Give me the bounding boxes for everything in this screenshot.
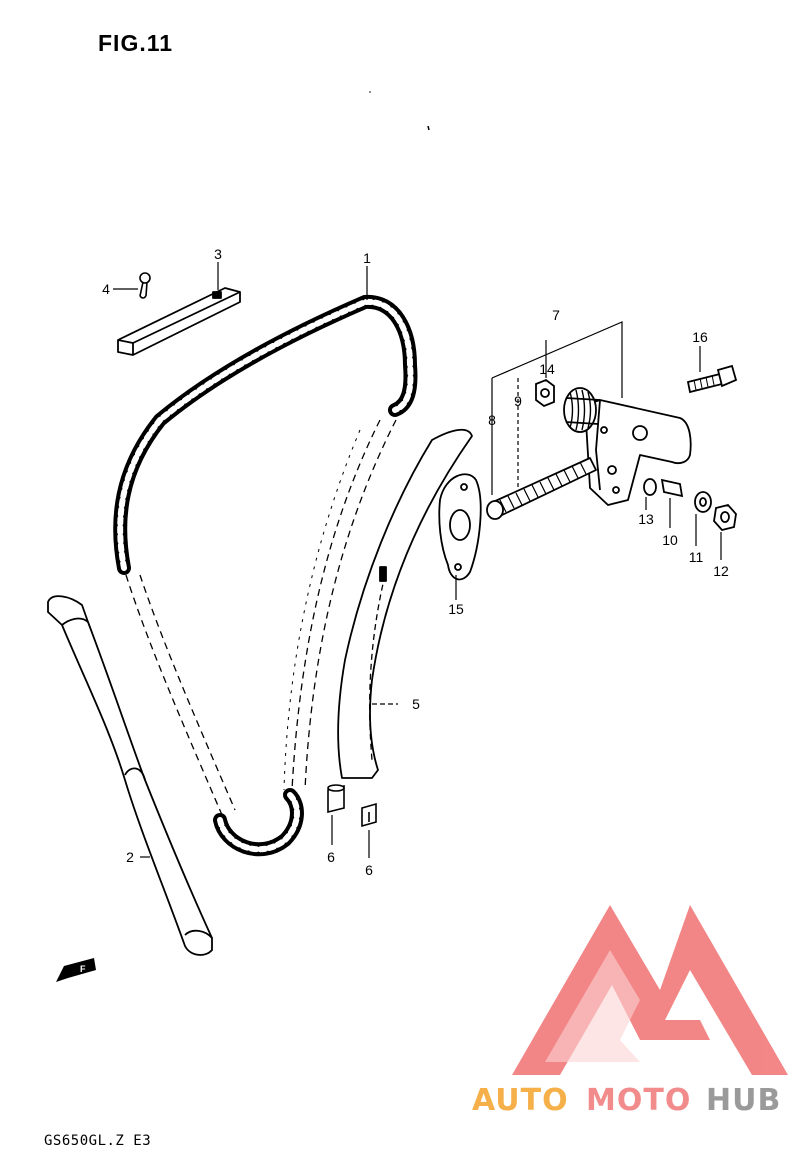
figure-title: FIG.11	[98, 30, 174, 56]
callout-10: 10	[662, 532, 678, 548]
part-13-o-ring	[643, 478, 657, 496]
part-6-bushing-a	[327, 784, 345, 814]
callout-9: 9	[514, 393, 522, 409]
watermark-text: AUTO MOTO HUB	[472, 1083, 781, 1118]
logo-highlight	[545, 950, 640, 1062]
callout-3: 3	[214, 246, 222, 262]
callout-8: 8	[488, 412, 496, 428]
callout-13: 13	[638, 511, 654, 527]
callout-6: 6	[327, 849, 335, 865]
part-7-tensioner-assembly	[486, 387, 692, 520]
part-12-nut	[713, 503, 737, 532]
part-14-nut	[535, 378, 555, 408]
part-11-washer	[694, 491, 712, 513]
part-5-tensioner-slipper	[337, 428, 473, 779]
callout-4: 4	[102, 281, 110, 297]
callout-14: 14	[539, 361, 555, 377]
front-direction-arrow: F	[56, 958, 96, 982]
stray-mark	[427, 125, 430, 131]
callout-6b: 6	[365, 862, 373, 878]
watermark-moto: MOTO	[586, 1083, 691, 1118]
part-1-cam-chain	[113, 294, 418, 857]
part-4-pin	[139, 272, 151, 299]
stray-dot	[369, 91, 371, 93]
callout-7: 7	[552, 307, 560, 323]
watermark-auto: AUTO	[472, 1083, 569, 1118]
callout-2: 2	[126, 849, 134, 865]
front-direction-label: F	[80, 964, 86, 974]
callout-labels: 1 2 3 4 5 6 6 7 8 9 10 11 12 13 14 15 16	[102, 246, 729, 878]
watermark-hub: HUB	[706, 1083, 781, 1118]
callout-16: 16	[692, 329, 708, 345]
part-15-gasket	[438, 473, 482, 581]
callout-15: 15	[448, 601, 464, 617]
part-16-bolt	[686, 364, 738, 394]
part-3-chain-guide-top	[117, 287, 241, 356]
part-6-bushing-b	[361, 802, 377, 828]
part-10-stud	[660, 478, 684, 498]
callout-1: 1	[363, 250, 371, 266]
model-code: GS650GL.Z E3	[44, 1133, 152, 1149]
watermark-logo	[512, 905, 788, 1075]
leader-lines	[113, 262, 722, 858]
callout-12: 12	[713, 563, 729, 579]
part-2-chain-guide-left	[47, 595, 213, 956]
callout-5: 5	[412, 696, 420, 712]
callout-11: 11	[689, 549, 704, 565]
